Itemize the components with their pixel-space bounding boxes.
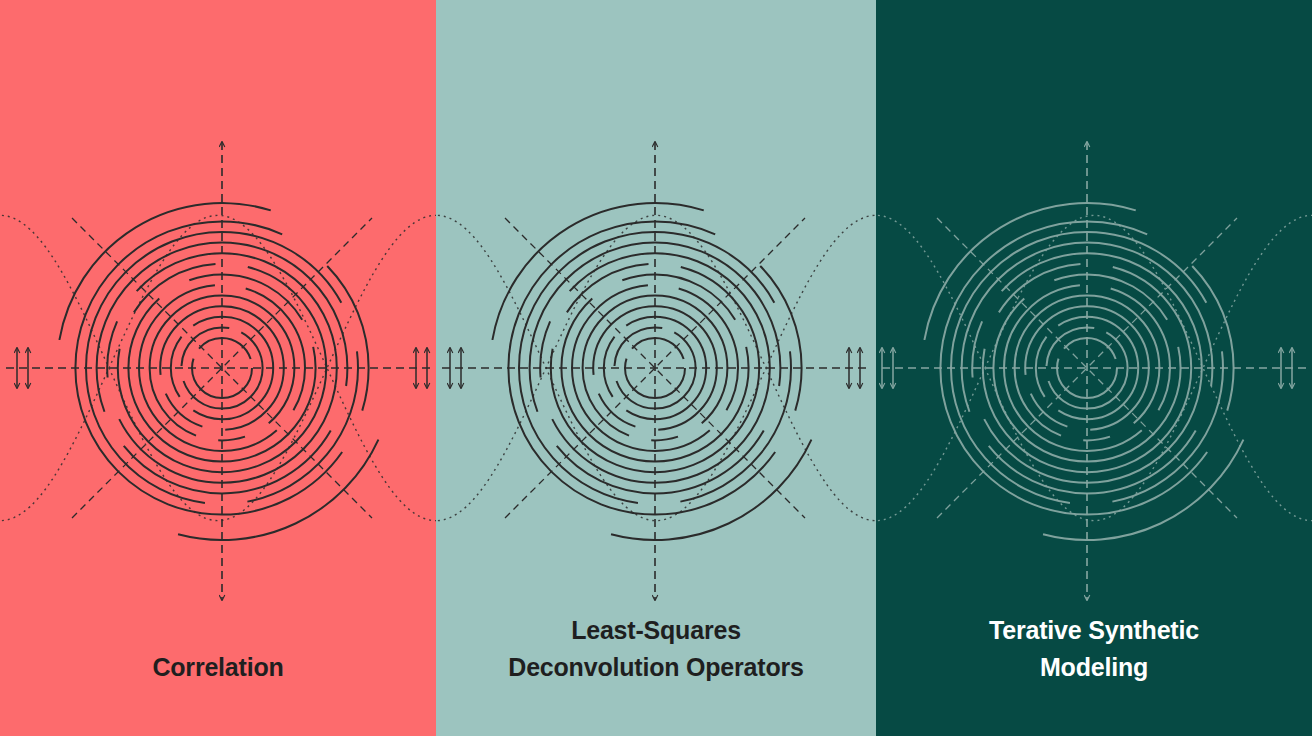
tick-arrow xyxy=(881,348,883,388)
panel-ground xyxy=(0,0,436,736)
axis-line xyxy=(221,142,223,600)
tick-arrow xyxy=(848,348,850,388)
tick-arrow xyxy=(1291,348,1293,388)
panel-label: Least-Squares Deconvolution Operators xyxy=(491,612,821,686)
method-panel: Correlation xyxy=(0,0,436,736)
ring-figure xyxy=(436,142,876,600)
wave-curve xyxy=(876,215,1312,520)
ring-figure xyxy=(876,142,1312,600)
tick-arrow xyxy=(449,348,451,388)
axis-line xyxy=(882,367,1306,369)
outer-arc xyxy=(59,203,270,340)
tick-arrow xyxy=(460,348,462,388)
tick-arrow xyxy=(892,348,894,388)
axis-line xyxy=(6,367,430,369)
outer-arc xyxy=(924,203,1135,340)
panel-ground xyxy=(876,0,1312,736)
axis-line xyxy=(442,367,870,369)
tick-arrow xyxy=(16,348,18,388)
wave-curve xyxy=(0,215,436,520)
wave-curve xyxy=(876,215,1312,520)
axis-line xyxy=(1086,142,1088,600)
wave-curve xyxy=(0,215,436,520)
wave-curve xyxy=(436,215,876,520)
method-panel: Terative Synthetic Modeling xyxy=(876,0,1312,736)
outer-arc xyxy=(492,203,703,340)
tick-arrow xyxy=(859,348,861,388)
ring-figure xyxy=(0,142,436,600)
tick-arrow xyxy=(415,348,417,388)
panel-ground xyxy=(436,0,876,736)
tick-arrow xyxy=(426,348,428,388)
outer-arc xyxy=(178,440,378,540)
wave-curve xyxy=(436,215,876,520)
tick-arrow xyxy=(1280,348,1282,388)
method-panel: Least-Squares Deconvolution Operators xyxy=(436,0,876,736)
outer-arc xyxy=(611,440,811,540)
panel-label: Terative Synthetic Modeling xyxy=(959,612,1229,686)
panel-label: Correlation xyxy=(152,649,283,686)
outer-arc xyxy=(1043,440,1243,540)
axis-line xyxy=(654,142,656,600)
tick-arrow xyxy=(27,348,29,388)
